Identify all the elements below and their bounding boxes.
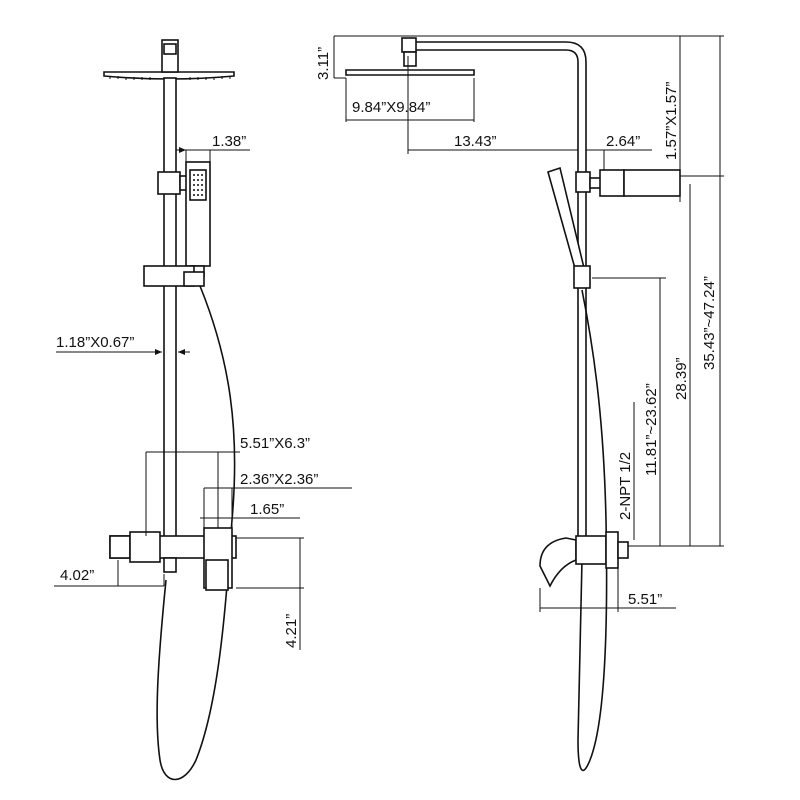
front-mixer-end — [109, 535, 131, 559]
side-slider — [573, 265, 591, 289]
front-upper-bracket — [157, 171, 181, 195]
side-hose — [577, 289, 608, 772]
label-mixer-body: 5.51”X6.3” — [240, 435, 310, 452]
side-top-arm — [407, 41, 587, 541]
side-mixer-flange — [605, 531, 619, 569]
label-total-height: 35.43”~47.24” — [701, 276, 718, 370]
front-connector-slot — [163, 43, 177, 55]
side-shower-head — [345, 69, 475, 76]
label-head-size: 9.84”X9.84” — [352, 99, 430, 116]
label-slide-bar-section: 1.18”X0.67” — [56, 334, 134, 351]
label-arm-reach: 13.43” — [454, 133, 497, 150]
side-arm-cap — [401, 37, 417, 53]
label-flange-depth: 1.65” — [250, 501, 284, 518]
front-hand-shower-holes — [193, 174, 203, 196]
label-npt: 2-NPT 1/2 — [617, 452, 634, 520]
label-holder-range: 11.81”~23.62” — [643, 383, 660, 476]
side-wall-bracket — [623, 169, 681, 197]
side-mixer-inlet — [617, 541, 629, 559]
front-head-nozzles — [109, 76, 231, 80]
label-holder-width: 1.38” — [212, 133, 246, 150]
label-mixer-height: 4.21” — [283, 614, 300, 648]
label-bracket-size: 1.57”X1.57” — [663, 82, 680, 160]
front-hose — [156, 285, 236, 781]
side-diverter-knob — [599, 169, 625, 197]
label-spout-length: 4.02” — [60, 567, 94, 584]
label-flange-size: 2.36”X2.36” — [240, 471, 318, 488]
side-head-connector — [403, 51, 417, 67]
front-slider-knob — [183, 271, 205, 287]
front-view — [103, 39, 237, 781]
label-diverter-offset: 2.64” — [606, 133, 640, 150]
front-hose-outlet — [163, 557, 177, 573]
side-mixer-body — [575, 535, 607, 565]
front-mixer-collar — [129, 531, 161, 563]
side-mixer-lever — [539, 537, 577, 588]
side-dimensions: 3.11” 9.84”X9.84” 13.43” 2.64” 1.57”X1.5… — [315, 35, 724, 612]
front-riser-pipe — [163, 77, 177, 539]
label-mixer-projection: 5.51” — [628, 591, 662, 608]
label-holder-height: 28.39” — [673, 357, 690, 400]
front-mixer-handle — [205, 559, 229, 591]
front-dimensions: 1.38” 1.18”X0.67” 5.51”X6.3” 2.36”X2.36”… — [54, 133, 352, 650]
side-view — [345, 37, 681, 772]
side-diverter-bracket — [575, 171, 591, 193]
label-height-top-arm: 3.11” — [315, 47, 332, 80]
